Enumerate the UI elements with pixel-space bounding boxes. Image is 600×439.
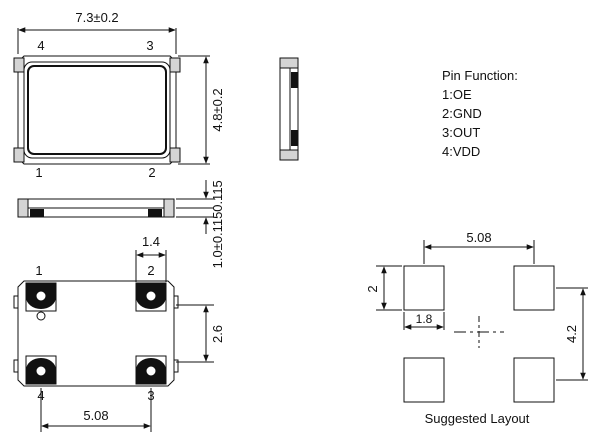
- front-side-view-terminal-left-outer: [17, 198, 29, 218]
- front-side-view-terminal-left-inner: [30, 209, 44, 217]
- right-side-view-terminal-lower: [291, 130, 298, 146]
- pin-function-title: Pin Function:: [442, 68, 518, 83]
- bottom-view-pad-width-dim: 1.4: [142, 234, 160, 249]
- right-side-view-terminal-upper: [291, 72, 298, 88]
- top-view-corner-tab-1: [13, 147, 25, 163]
- top-view-body-outline: [17, 55, 177, 165]
- pin-function-item: 1:OE: [442, 87, 472, 102]
- front-side-view-gap-dim: 0.115: [210, 180, 225, 212]
- layout-pad-top-left: [403, 265, 445, 311]
- bottom-view-pad-3: [135, 355, 167, 385]
- front-side-view-height-dim: 1.0±0.115: [210, 212, 225, 269]
- layout-pad-height-dim: 2: [365, 285, 380, 292]
- top-view-lid-inner: [27, 65, 167, 155]
- top-view-height-dim: 4.8±0.2: [210, 88, 225, 131]
- top-view-pin-4-label: 4: [37, 38, 44, 53]
- top-view-lid-outer: [23, 61, 171, 159]
- top-view-pin-1-label: 1: [35, 165, 42, 180]
- layout-pad-top-right: [513, 265, 555, 311]
- bottom-view-pad-4: [25, 355, 57, 385]
- top-view-corner-tab-2: [169, 147, 181, 163]
- bottom-view-body-outline: [17, 280, 175, 387]
- right-side-view-terminal-top: [279, 57, 299, 69]
- bottom-view-pin-1-marker: [36, 311, 46, 321]
- front-side-view: 0.115 1.0±0.115: [17, 180, 225, 269]
- suggested-layout-title: Suggested Layout: [425, 411, 530, 426]
- pin-function-list: Pin Function: 1:OE 2:GND 3:OUT 4:VDD: [442, 68, 518, 159]
- bottom-view-pin-1-label: 1: [35, 263, 42, 278]
- top-view-corner-tab-3: [169, 57, 181, 73]
- top-view-width-dim: 7.3±0.2: [75, 10, 118, 25]
- top-view-corner-tab-4: [13, 57, 25, 73]
- bottom-view: 1.4 2.6 5.08 1 2 4 3: [13, 234, 225, 432]
- top-view-pin-2-label: 2: [148, 165, 155, 180]
- bottom-view-pin-2-label: 2: [147, 263, 154, 278]
- bottom-view-pin-4-label: 4: [37, 388, 44, 403]
- front-side-view-terminal-right-inner: [148, 209, 162, 217]
- bottom-view-pin-3-label: 3: [147, 388, 154, 403]
- layout-spacing-h-dim: 5.08: [466, 230, 491, 245]
- layout-spacing-v-dim: 4.2: [564, 325, 579, 343]
- top-view: 7.3±0.2 4.8±0.2 4 3 1 2: [13, 10, 225, 180]
- bottom-view-pad-1: [25, 282, 57, 312]
- suggested-layout: 5.08 2 1.8 4.2 Suggested Layout: [365, 230, 588, 426]
- pin-function-item: 4:VDD: [442, 144, 480, 159]
- pin-function-item: 3:OUT: [442, 125, 480, 140]
- layout-pad-bottom-right: [513, 357, 555, 403]
- right-side-view: [279, 57, 299, 161]
- layout-pad-width-dim: 1.8: [416, 312, 433, 326]
- bottom-view-pad-2: [135, 282, 167, 312]
- layout-pad-bottom-left: [403, 357, 445, 403]
- bottom-view-pad-spacing-h-dim: 5.08: [83, 408, 108, 423]
- pin-function-item: 2:GND: [442, 106, 482, 121]
- top-view-pin-3-label: 3: [146, 38, 153, 53]
- bottom-view-pad-spacing-v-dim: 2.6: [210, 325, 225, 343]
- front-side-view-terminal-right-outer: [163, 198, 175, 218]
- right-side-view-terminal-bottom: [279, 149, 299, 161]
